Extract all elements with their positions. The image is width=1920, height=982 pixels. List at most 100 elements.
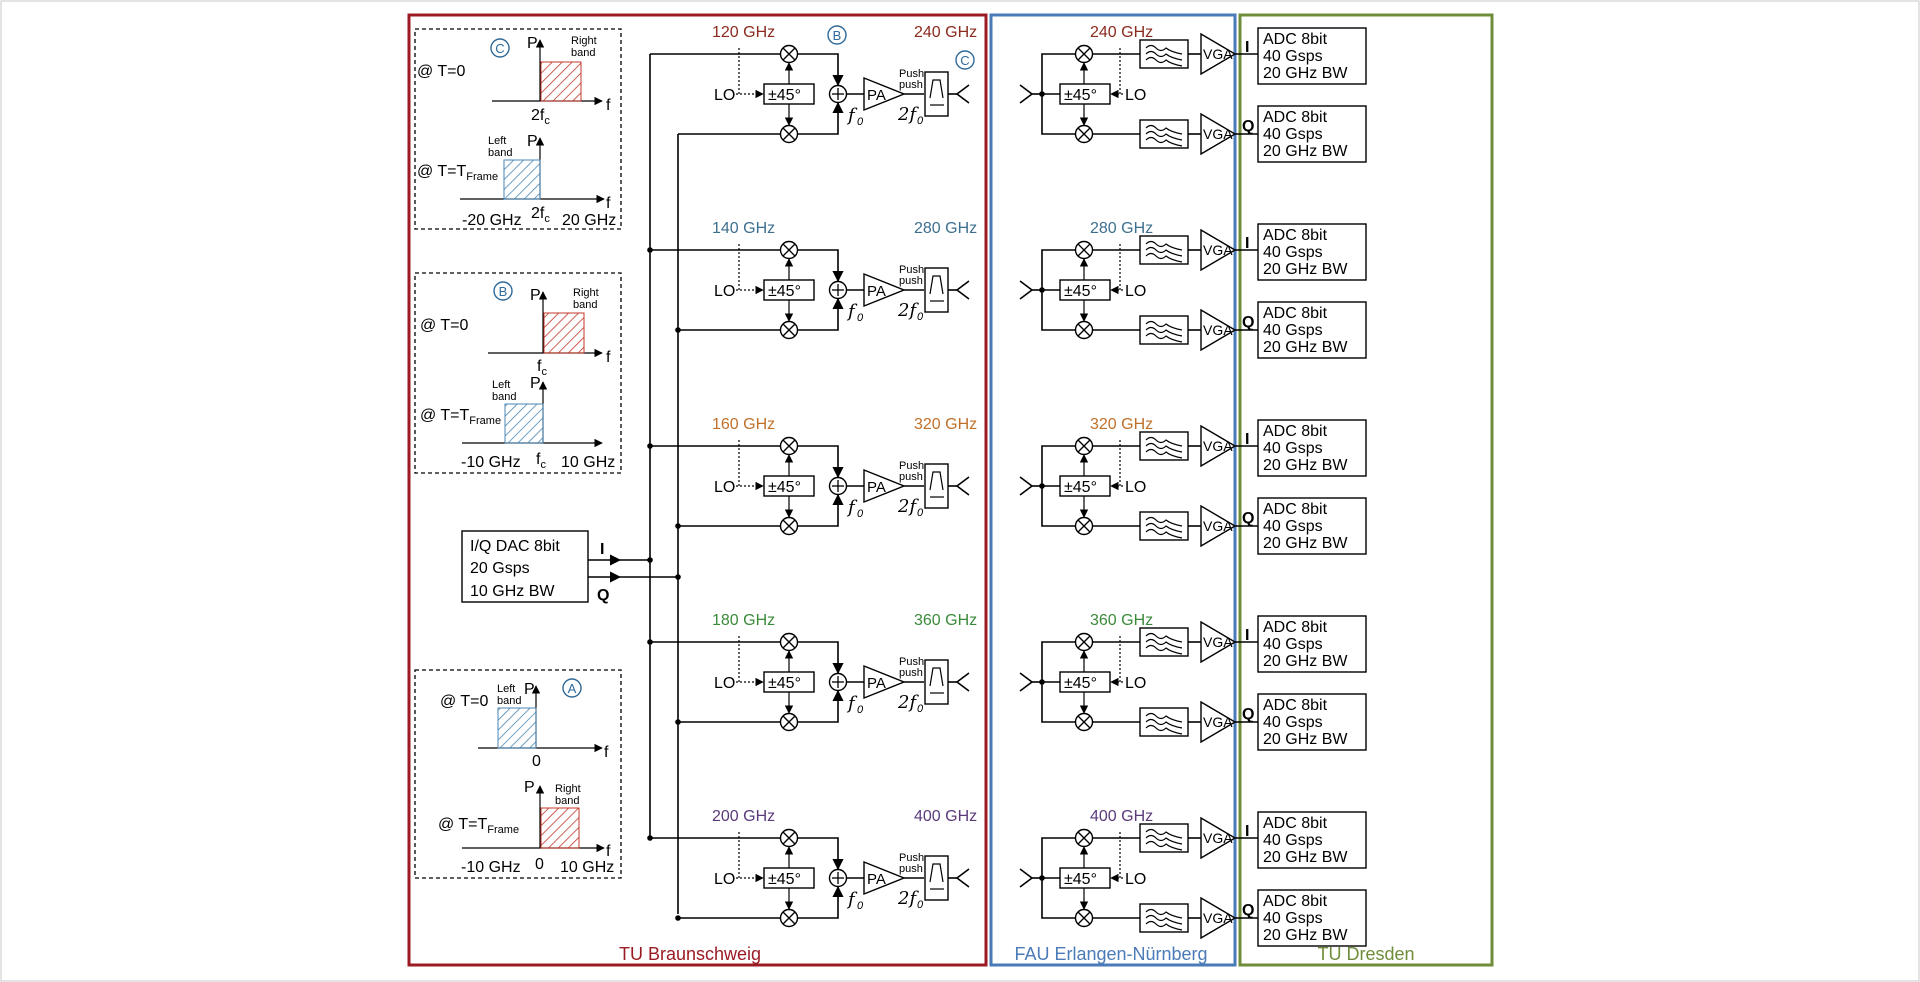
adc-q-line3-2: 20 GHz BW bbox=[1263, 339, 1348, 356]
adc-q-line2-5: 40 Gsps bbox=[1263, 910, 1323, 927]
adc-q-line3-4: 20 GHz BW bbox=[1263, 731, 1348, 748]
tx-bandpass-3 bbox=[924, 463, 949, 509]
adc-i-line1-2: ADC 8bit bbox=[1263, 227, 1328, 244]
inset-a-left-band-2: band bbox=[497, 695, 521, 707]
rx-i-label-2: I bbox=[1245, 235, 1249, 252]
adc-q-line2-3: 40 Gsps bbox=[1263, 518, 1323, 535]
inset-a-f-bottom: f bbox=[606, 843, 611, 860]
inset-b-tframe: @ T=TFrame bbox=[420, 407, 501, 427]
rx-lowpass-i-4 bbox=[1139, 627, 1189, 657]
adc-i-line2-2: 40 Gsps bbox=[1263, 244, 1323, 261]
vga-q-4: VGA bbox=[1200, 700, 1237, 744]
iq-dac-block: I/Q DAC 8bit 20 Gsps 10 GHz BW I Q bbox=[461, 54, 681, 914]
tx-lo-label-4: LO bbox=[714, 675, 735, 692]
adc-q-line2-4: 40 Gsps bbox=[1263, 714, 1323, 731]
vga-i-1: VGA bbox=[1200, 32, 1237, 76]
tx-push1-5: Push bbox=[899, 852, 924, 864]
tx-f0-sub-5: 0 bbox=[857, 900, 864, 912]
tx-mixer-q-5 bbox=[779, 908, 799, 928]
tx-2f0-sub-5: 0 bbox=[917, 899, 924, 911]
inset-a-mark: A bbox=[568, 681, 577, 696]
inset-b-f-top: f bbox=[606, 349, 611, 366]
vga-q-label-2: VGA bbox=[1203, 322, 1233, 338]
tx-2f0-sub-4: 0 bbox=[917, 703, 924, 715]
inset-b-right-band-1: Right bbox=[573, 287, 599, 299]
rx-phase-box-4 bbox=[1059, 671, 1111, 693]
inset-c-right-band-2: band bbox=[571, 47, 595, 59]
rx-lowpass-i-5 bbox=[1139, 823, 1189, 853]
rx-phase-box-1 bbox=[1059, 83, 1111, 105]
tx-pa-label-4: PA bbox=[867, 675, 886, 692]
adc-q-line1-1: ADC 8bit bbox=[1263, 109, 1328, 126]
rx-i-label-4: I bbox=[1245, 627, 1249, 644]
adc-i-line2-3: 40 Gsps bbox=[1263, 440, 1323, 457]
adc-i-line2-5: 40 Gsps bbox=[1263, 832, 1323, 849]
rx-q-label-3: Q bbox=[1242, 510, 1254, 527]
inset-a-neg: -10 GHz bbox=[461, 859, 521, 876]
inset-a-center-bottom: 0 bbox=[535, 856, 544, 873]
tx-phase-label-3: ±45° bbox=[768, 479, 801, 496]
vga-i-2: VGA bbox=[1200, 228, 1237, 272]
tx-pa-label-1: PA bbox=[867, 87, 886, 104]
inset-b: B @ T=0 P Right band f fc @ T=TFrame P L… bbox=[414, 272, 622, 474]
inset-c-center-top: 2fc bbox=[531, 107, 550, 127]
tx-antenna-3 bbox=[955, 476, 970, 496]
rx-q-label-4: Q bbox=[1242, 706, 1254, 723]
region-fau bbox=[989, 13, 1237, 967]
adc-q-line2-1: 40 Gsps bbox=[1263, 126, 1323, 143]
inset-a: A @ T=0 P Left band f 0 @ T=TFrame P Rig… bbox=[414, 669, 622, 879]
rx-freq-1: 240 GHz bbox=[1090, 24, 1153, 41]
rx-lo-label-2: LO bbox=[1125, 283, 1146, 300]
adc-i-line3-4: 20 GHz BW bbox=[1263, 653, 1348, 670]
tx-push2-1: push bbox=[899, 79, 923, 91]
inset-c-p-top: P bbox=[527, 35, 538, 52]
rx-mixer-i-3 bbox=[1074, 436, 1094, 456]
adc-i-line1-1: ADC 8bit bbox=[1263, 31, 1328, 48]
vga-i-label-5: VGA bbox=[1203, 830, 1233, 846]
rx-freq-4: 360 GHz bbox=[1090, 612, 1153, 629]
tx-lo-label-3: LO bbox=[714, 479, 735, 496]
inset-b-center-top: fc bbox=[537, 358, 547, 378]
tx-mixer-i-1 bbox=[779, 44, 799, 64]
adc-i-line3-2: 20 GHz BW bbox=[1263, 261, 1348, 278]
rx-i-label-1: I bbox=[1245, 39, 1249, 56]
tx-bandpass-1 bbox=[924, 71, 949, 117]
adc-i-line3-1: 20 GHz BW bbox=[1263, 65, 1348, 82]
inset-a-right-band-2: band bbox=[555, 795, 579, 807]
vga-q-5: VGA bbox=[1200, 896, 1237, 940]
inset-c-f-bottom: f bbox=[606, 195, 611, 212]
rx-mixer-q-3 bbox=[1074, 516, 1094, 536]
vga-q-label-5: VGA bbox=[1203, 910, 1233, 926]
tx-pa-label-3: PA bbox=[867, 479, 886, 496]
tx-mixer-q-2 bbox=[779, 320, 799, 340]
rx-q-label-1: Q bbox=[1242, 118, 1254, 135]
rx-mixer-i-1 bbox=[1074, 44, 1094, 64]
inset-c-f-top: f bbox=[606, 97, 611, 114]
tx-antenna-4 bbox=[955, 672, 970, 692]
rx-lowpass-i-2 bbox=[1139, 235, 1189, 265]
tx-bandpass-5 bbox=[924, 855, 949, 901]
tx-2f0-sub-1: 0 bbox=[917, 115, 924, 127]
inset-a-f-top: f bbox=[604, 744, 609, 761]
rx-freq-5: 400 GHz bbox=[1090, 808, 1153, 825]
inset-c-left-band-2: band bbox=[488, 147, 512, 159]
rx-phase-label-1: ±45° bbox=[1064, 87, 1097, 104]
region-label-tu-dresden: TU Dresden bbox=[1317, 944, 1414, 964]
channel-1-markers: BC bbox=[827, 25, 975, 70]
vga-q-label-1: VGA bbox=[1203, 126, 1233, 142]
inset-b-neg: -10 GHz bbox=[461, 454, 521, 471]
tx-phase-label-2: ±45° bbox=[768, 283, 801, 300]
rx-i-label-3: I bbox=[1245, 431, 1249, 448]
tx-adder-3 bbox=[828, 476, 848, 496]
tx-rf-freq-3: 320 GHz bbox=[914, 416, 977, 433]
vga-q-2: VGA bbox=[1200, 308, 1237, 352]
adc-i-line1-5: ADC 8bit bbox=[1263, 815, 1328, 832]
